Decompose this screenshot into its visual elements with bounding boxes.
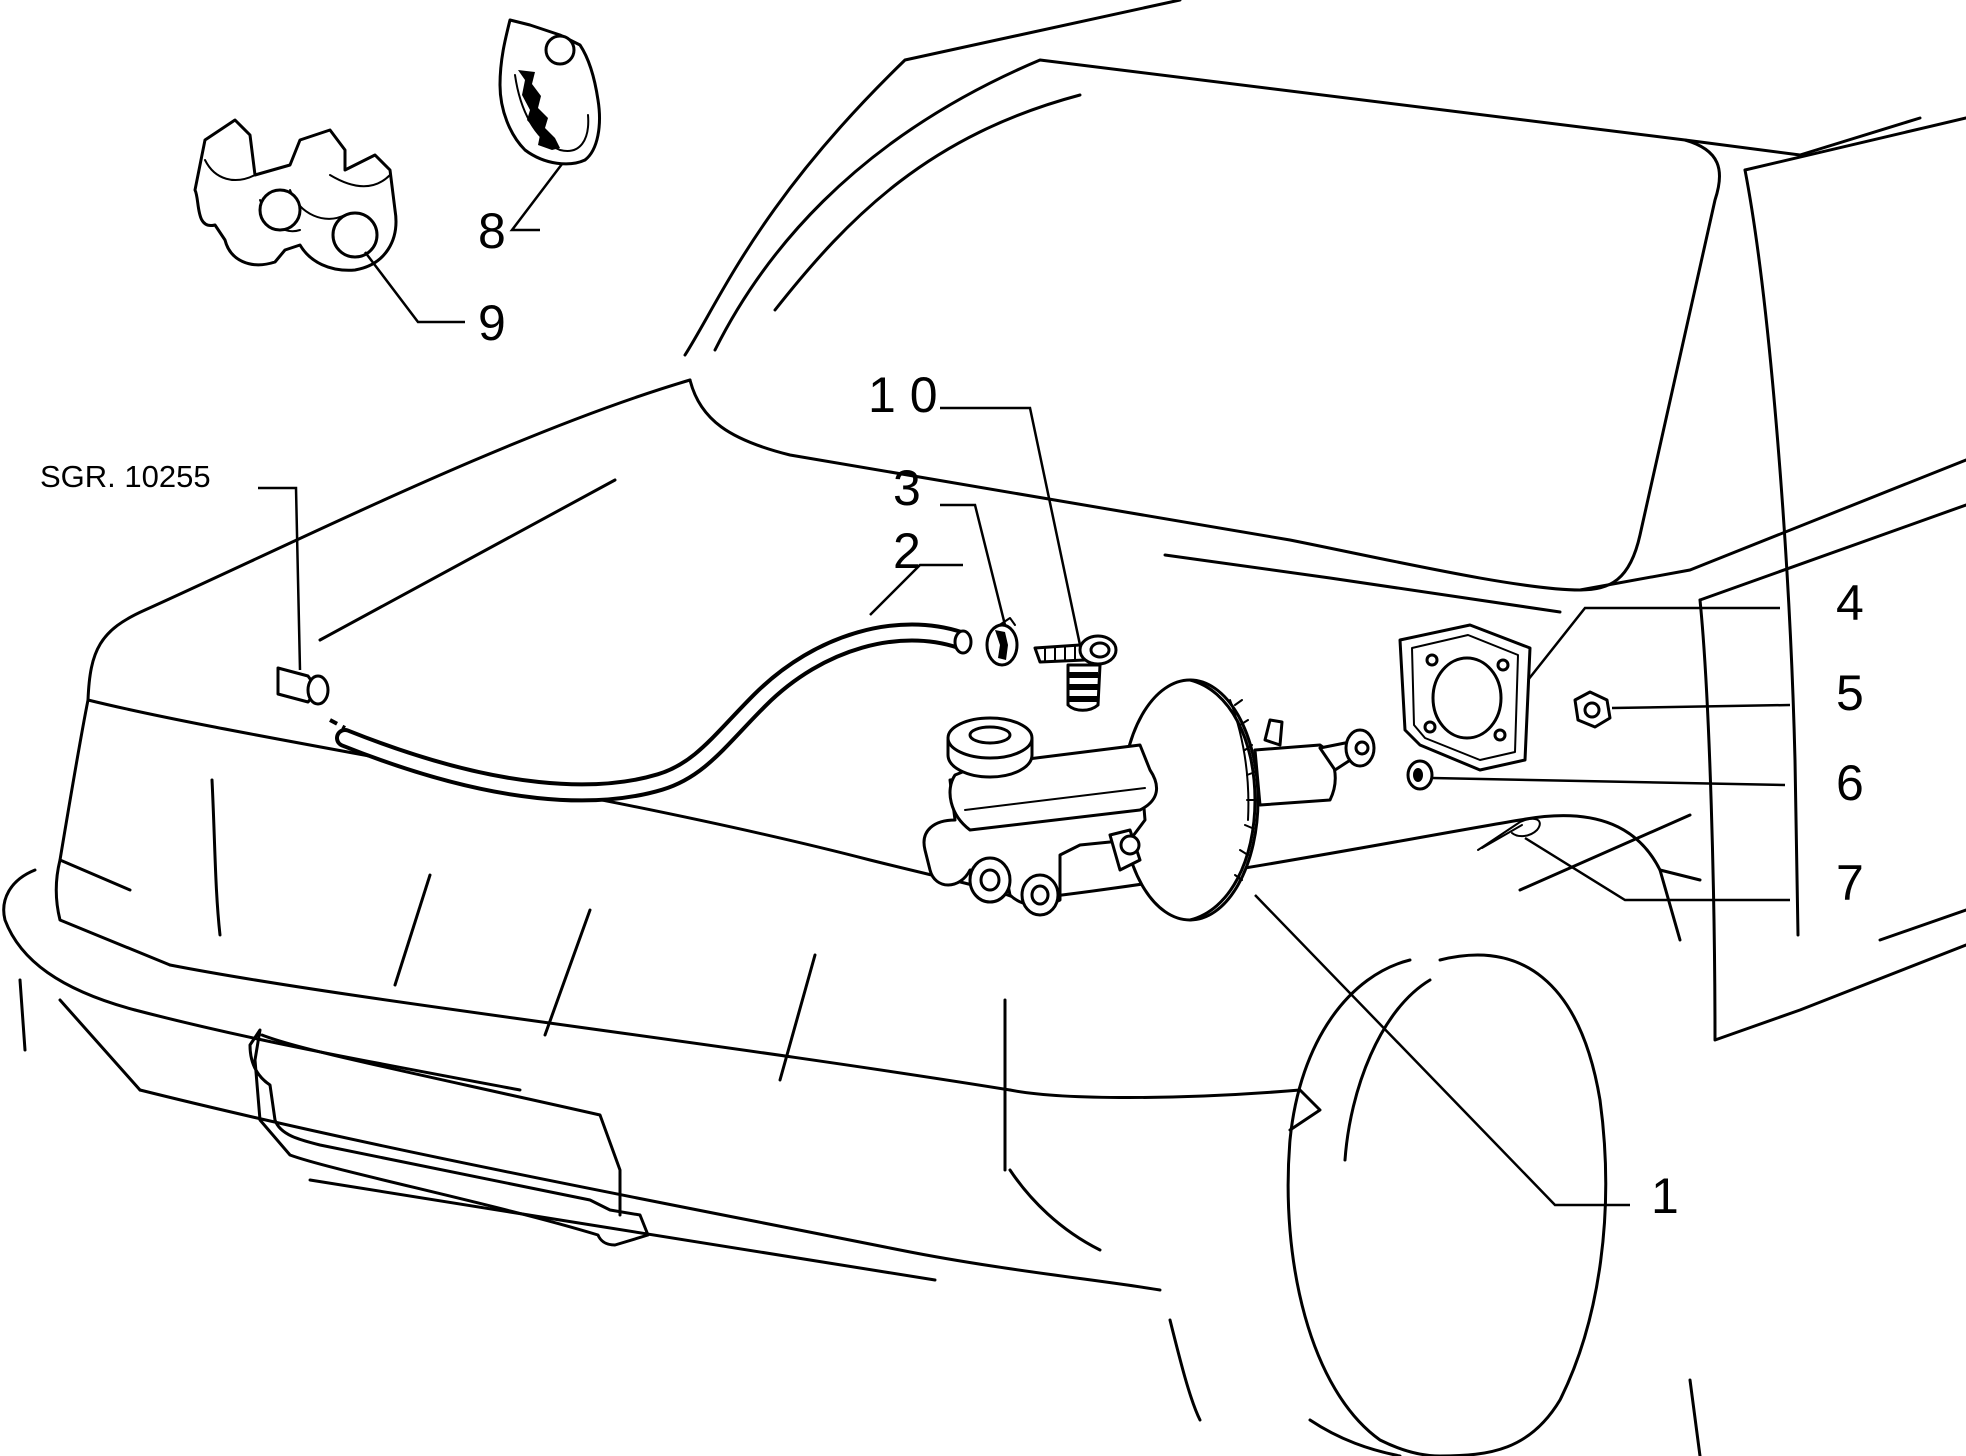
callout-1-label: 1: [1651, 1168, 1679, 1224]
small-hose-clamp-part: [985, 617, 1019, 667]
hose-clamp-part: [498, 18, 601, 166]
vacuum-fitting-part: [1033, 634, 1118, 712]
twin-pipe-clip-part: [193, 118, 398, 272]
callout-6-label: 6: [1836, 755, 1864, 811]
nut-part: [1573, 690, 1612, 729]
brake-master-cylinder-and-servo-part: [922, 678, 1376, 922]
callout-7-label: 7: [1836, 855, 1864, 911]
callout-5-label: 5: [1836, 665, 1864, 721]
callout-leader-lines: [258, 163, 1791, 1207]
callout-9-label: 9: [478, 295, 506, 351]
callout-4-label: 4: [1836, 575, 1864, 631]
reference-code-label: SGR. 10255: [40, 459, 211, 494]
callout-3-label: 3: [893, 460, 921, 516]
threaded-stud-part: [276, 666, 330, 706]
callout-8-label: 8: [478, 203, 506, 259]
servo-mounting-gasket-part: [1398, 623, 1532, 772]
callout-2-label: 2: [893, 523, 921, 579]
vacuum-hose-part: [329, 622, 973, 803]
callout-labels: SGR. 10255 1 2 3 4 5 6 7 8 9 1 0: [40, 203, 1864, 1224]
callout-10-label: 1 0: [868, 367, 938, 423]
washer-part: [1406, 759, 1434, 791]
split-pin-part: [1477, 817, 1541, 851]
